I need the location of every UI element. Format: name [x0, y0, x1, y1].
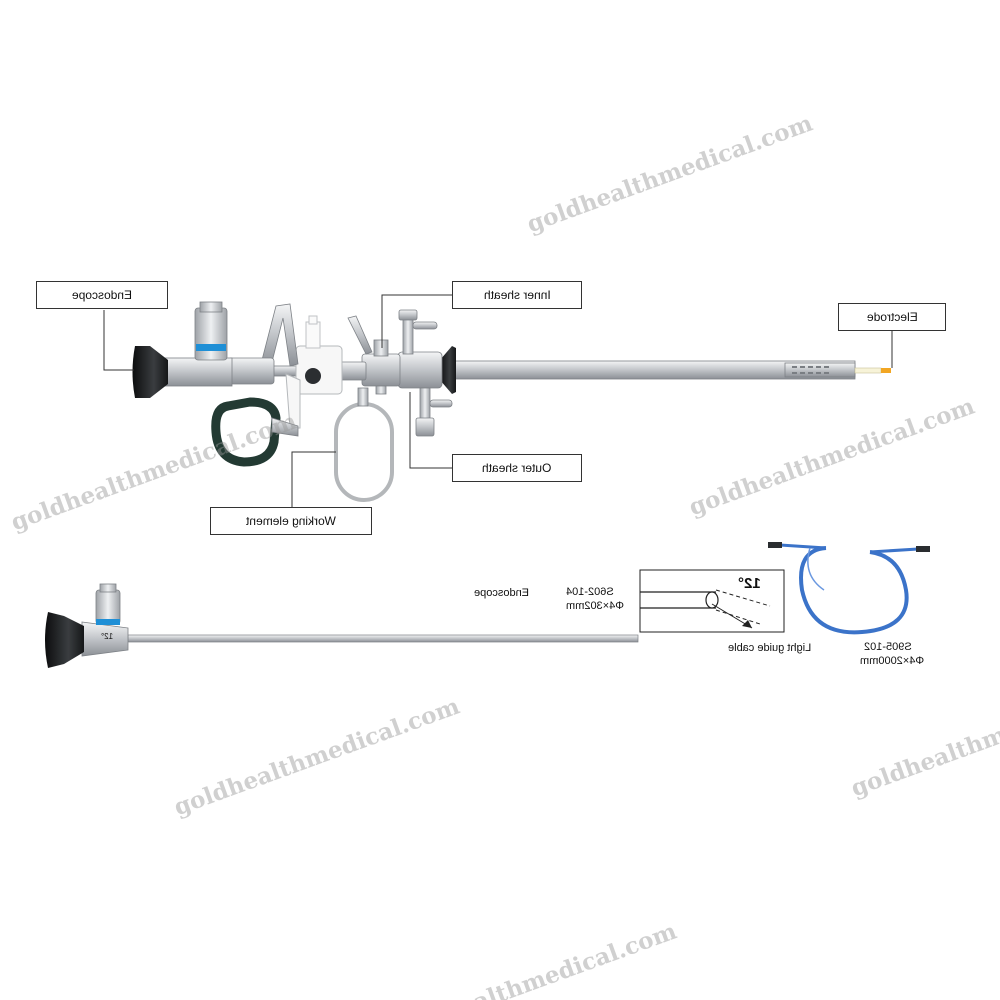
callout-working-element-label: Working element	[246, 514, 336, 528]
electrode-insulation	[854, 367, 882, 374]
sheath-tip	[784, 362, 856, 378]
tip-angle-label: 12°	[738, 575, 761, 592]
callout-endoscope-label: Endoscope	[71, 288, 133, 302]
electrode-tip	[881, 368, 891, 373]
callout-inner-sheath: Inner sheath	[452, 281, 582, 309]
callout-electrode-label: Electrode	[866, 310, 918, 324]
callout-outer-sheath: Outer sheath	[452, 454, 582, 482]
callout-electrode: Electrode	[838, 303, 946, 331]
callout-endoscope: Endoscope	[36, 281, 168, 309]
callout-inner-sheath-label: Inner sheath	[483, 288, 551, 302]
sheath-funnel	[440, 346, 456, 394]
callout-working-element: Working element	[210, 507, 372, 535]
endoscope-spec-size: Φ4×302mm	[566, 600, 624, 612]
resectoscope-assembly	[132, 301, 891, 502]
light-guide-size: Φ4×2000mm	[860, 655, 925, 667]
thumb-ring	[211, 397, 281, 467]
scope-angle-mark: 12°	[101, 632, 114, 641]
callout-leaders	[103, 294, 893, 508]
eyepiece	[132, 346, 168, 398]
callout-outer-sheath-label: Outer sheath	[482, 461, 552, 475]
light-guide-code: S905-102	[864, 641, 912, 653]
endoscope-standalone	[45, 583, 639, 668]
light-guide-cable	[768, 542, 930, 635]
eyepiece-standalone	[45, 612, 84, 668]
finger-loop	[334, 402, 394, 502]
sheath-tip-holes	[792, 366, 829, 374]
light-guide-label: Light guide cable	[728, 642, 812, 654]
endoscope-spec-code: S602-104	[566, 586, 614, 598]
endoscope-spec-label: Endoscope	[474, 587, 530, 599]
tip-detail	[639, 569, 785, 633]
